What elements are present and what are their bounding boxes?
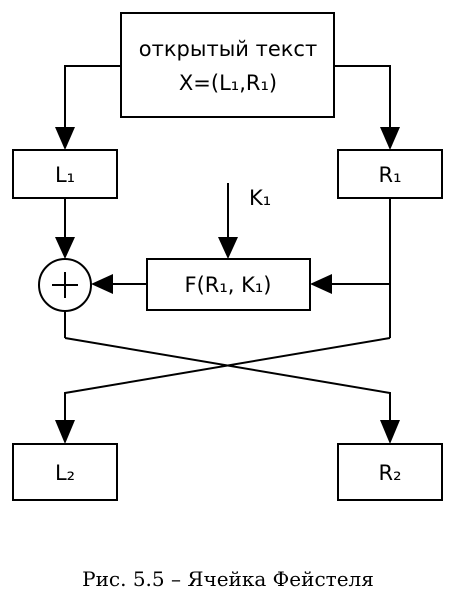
R2-box: R₂ <box>337 443 443 501</box>
wire-cross-to-R2 <box>64 337 391 430</box>
plaintext-formula: X=(L₁,R₁) <box>179 71 277 95</box>
K1-label: K₁ <box>249 186 271 210</box>
plaintext-box: открытый текст X=(L₁,R₁) <box>120 12 335 118</box>
L2-label: L₂ <box>55 461 75 485</box>
L2-box: L₂ <box>12 443 118 501</box>
R1-label: R₁ <box>378 163 401 187</box>
arrow-to-R1 <box>380 127 400 150</box>
arrow-to-L2 <box>55 420 75 444</box>
wire-plaintext-to-R1 <box>334 65 391 137</box>
L1-label: L₁ <box>55 163 75 187</box>
figure-caption: Рис. 5.5 – Ячейка Фейстеля <box>82 567 374 591</box>
xor-operator <box>38 258 92 312</box>
L1-box: L₁ <box>12 149 118 199</box>
F-function-label: F(R₁, K₁) <box>184 273 271 297</box>
arrow-K1-to-F <box>218 237 238 259</box>
wire-plaintext-to-L1 <box>64 65 121 137</box>
arrow-R1-to-F <box>310 274 332 294</box>
R1-box: R₁ <box>337 149 443 199</box>
R2-label: R₂ <box>378 461 401 485</box>
arrow-F-to-xor <box>91 274 113 294</box>
plaintext-label: открытый текст <box>139 37 317 61</box>
arrow-L1-to-xor <box>55 237 75 259</box>
F-function-box: F(R₁, K₁) <box>146 258 311 311</box>
arrow-to-R2 <box>380 420 400 444</box>
arrow-to-L1 <box>55 127 75 150</box>
wire-cross-to-L2 <box>64 337 391 430</box>
